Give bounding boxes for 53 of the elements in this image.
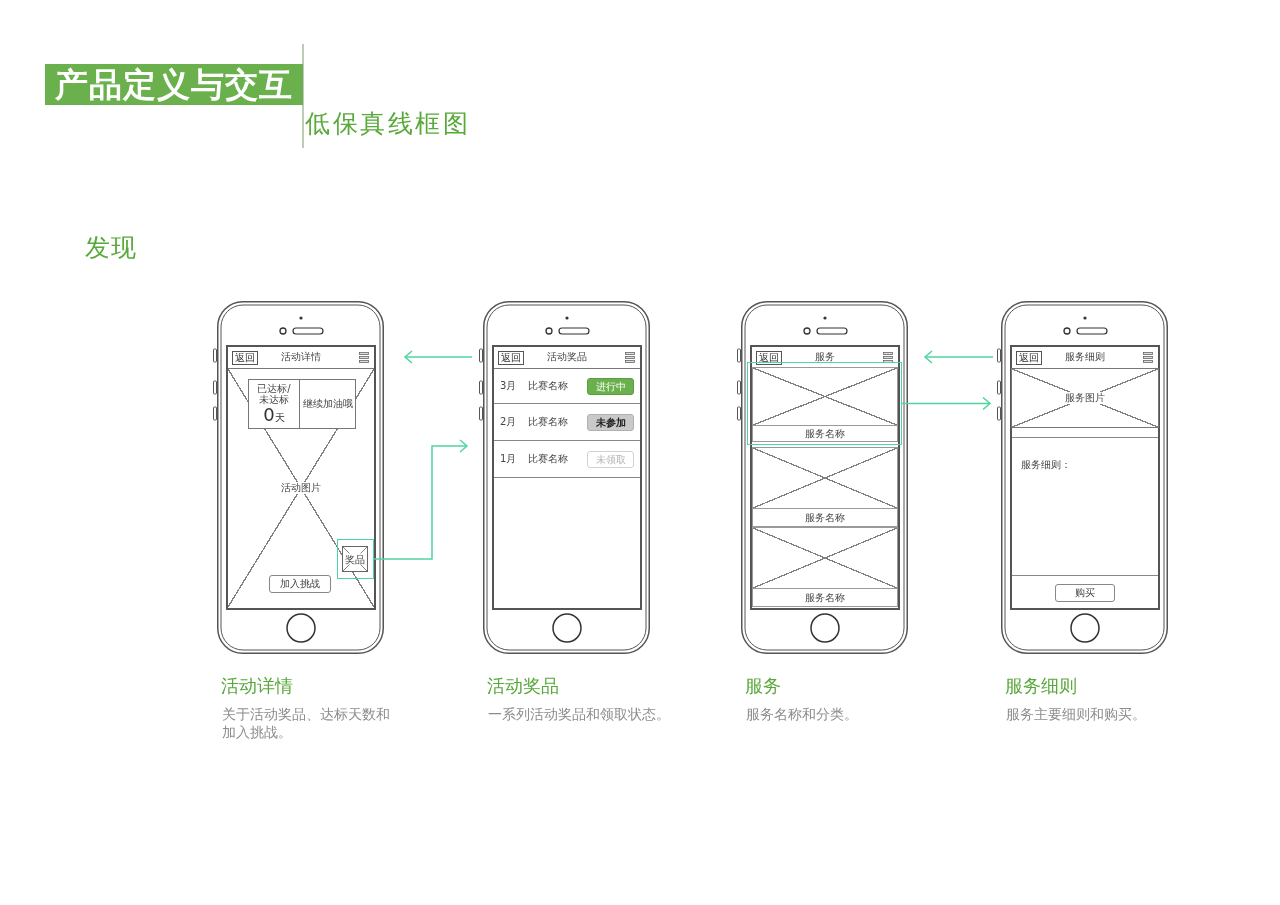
screen-title: 活动详情 [281,351,321,363]
service-name: 服务名称 [805,592,845,604]
activity-image [228,369,374,607]
section-heading: 发现 [85,233,137,262]
screen-heading: 服务细则 [1005,676,1077,696]
service-card [752,527,898,607]
encouragement-text: 继续加油哦 [302,398,353,410]
screen-heading: 活动详情 [221,676,293,696]
join-button: 加入挑战 [269,575,331,593]
status-button: 进行中 [587,378,634,395]
screen-title: 活动奖品 [547,351,587,363]
stat-cell [300,379,356,429]
back-button: 返回 [1016,351,1042,365]
screen-description: 服务名称和分类。 [746,705,859,723]
connector-arrow [373,439,468,560]
day-count: 0 [263,404,275,425]
month-label: 1月 [500,453,517,465]
page-subtitle: 低保真线框图 [305,109,470,138]
screen-description: 关于活动奖品、达标天数和加入挑战。 [222,705,391,741]
details-panel [1012,437,1158,576]
day-unit: 天 [274,412,285,423]
prize-label: 奖品 [344,553,365,564]
month-label: 2月 [500,416,517,428]
month-label: 3月 [500,380,517,392]
screen-title: 服务 [815,351,835,363]
highlight-frame [337,539,374,579]
back-button: 返回 [498,351,524,365]
service-name: 服务名称 [805,512,845,524]
connector-arrow [404,350,473,364]
buy-button: 购买 [1055,584,1115,602]
back-button: 返回 [756,351,782,365]
page-title: 产品定义与交互 [45,64,303,105]
status-button: 未参加 [587,414,634,431]
status-button: 未领取 [587,451,634,468]
screen-heading: 服务 [745,676,781,696]
service-card [752,447,898,527]
race-name: 比赛名称 [528,380,568,392]
prize-thumbnail [341,545,368,572]
screen-description: 一系列活动奖品和领取状态。 [488,705,671,723]
service-name: 服务名称 [804,427,845,440]
back-button: 返回 [232,351,258,365]
details-text: 服务细则： [1021,459,1071,471]
connector-arrow [901,396,991,411]
connector-arrow [924,350,994,364]
screen-title: 服务细则 [1065,351,1105,363]
screen-description: 服务主要细则和购买。 [1006,705,1147,723]
stat-cell [248,379,300,429]
status-label: 已达标/未达标 [256,383,292,405]
race-name: 比赛名称 [528,453,568,465]
screen-heading: 活动奖品 [487,676,559,696]
service-image: 服务图片 [1011,368,1159,428]
image-caption: 活动图片 [279,482,323,494]
race-name: 比赛名称 [528,416,568,428]
